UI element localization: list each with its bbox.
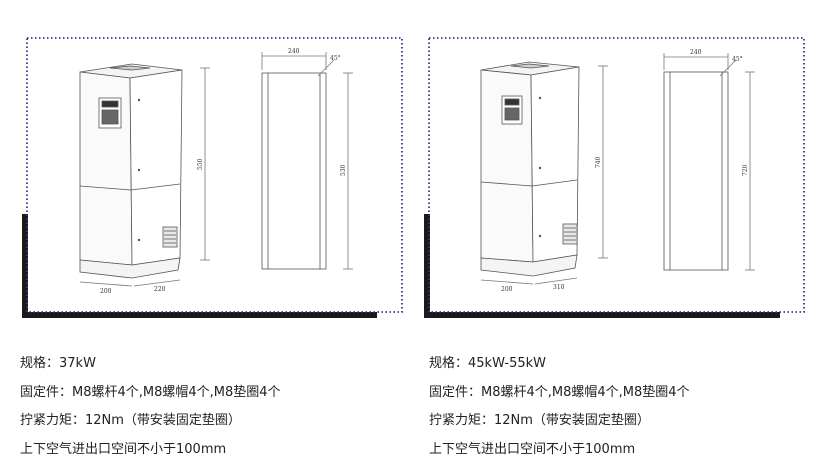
frame-shadow-bottom: [424, 312, 780, 318]
dim-front-height: 740: [595, 156, 602, 168]
dim-base-width: 200: [501, 286, 513, 293]
panel-45-55kw: 200 310 740 240 45° 720 规格：45kW-55kW 固定件…: [413, 0, 826, 471]
inverter-side-view: [663, 53, 755, 271]
spec-fasteners: 固定件：M8螺杆4个,M8螺帽4个,M8垫圈4个: [429, 384, 690, 400]
spec-clearance: 上下空气进出口空间不小于100mm: [429, 441, 636, 457]
spec-power: 规格：45kW-55kW: [429, 356, 547, 371]
frame-shadow-left: [424, 214, 430, 318]
drawing-45-55kw: 200 310 740 240 45° 720: [424, 37, 805, 318]
dim-angle: 45°: [330, 55, 341, 62]
spec-power: 规格：37kW: [20, 356, 96, 371]
dim-top-width: 240: [690, 49, 702, 56]
frame-shadow-bottom: [22, 312, 377, 318]
spec-list-37kw: 规格：37kW 固定件：M8螺杆4个,M8螺帽4个,M8垫圈4个 拧紧力矩：12…: [20, 350, 400, 464]
drawing-37kw: 200 220 550 240 45° 530: [22, 37, 403, 318]
panel-37kw: 200 220 550 240 45° 530 规格：37kW 固定件：M8螺杆…: [20, 37, 403, 464]
spec-clearance: 上下空气进出口空间不小于100mm: [20, 441, 227, 457]
dim-side-height: 720: [742, 164, 749, 176]
dim-side-height: 530: [340, 164, 347, 176]
spec-fasteners: 固定件：M8螺杆4个,M8螺帽4个,M8垫圈4个: [20, 384, 281, 400]
frame-dotted: [428, 37, 805, 313]
dim-base-depth: 220: [154, 286, 166, 293]
dim-base-width: 200: [100, 288, 112, 295]
frame-dotted: [26, 37, 403, 313]
spec-list-45-55kw: 规格：45kW-55kW 固定件：M8螺杆4个,M8螺帽4个,M8垫圈4个 拧紧…: [429, 350, 809, 464]
dim-top-width: 240: [288, 48, 300, 55]
inverter-3d-view: [480, 61, 608, 285]
dim-front-height: 550: [197, 158, 204, 170]
frame-shadow-left: [22, 214, 28, 318]
spec-torque: 拧紧力矩：12Nm（带安装固定垫圈）: [20, 413, 241, 428]
dim-base-depth: 310: [553, 284, 565, 291]
inverter-side-view: [261, 52, 353, 270]
inverter-3d-view: [79, 63, 210, 287]
dim-angle: 45°: [732, 56, 743, 63]
spec-torque: 拧紧力矩：12Nm（带安装固定垫圈）: [429, 413, 650, 428]
